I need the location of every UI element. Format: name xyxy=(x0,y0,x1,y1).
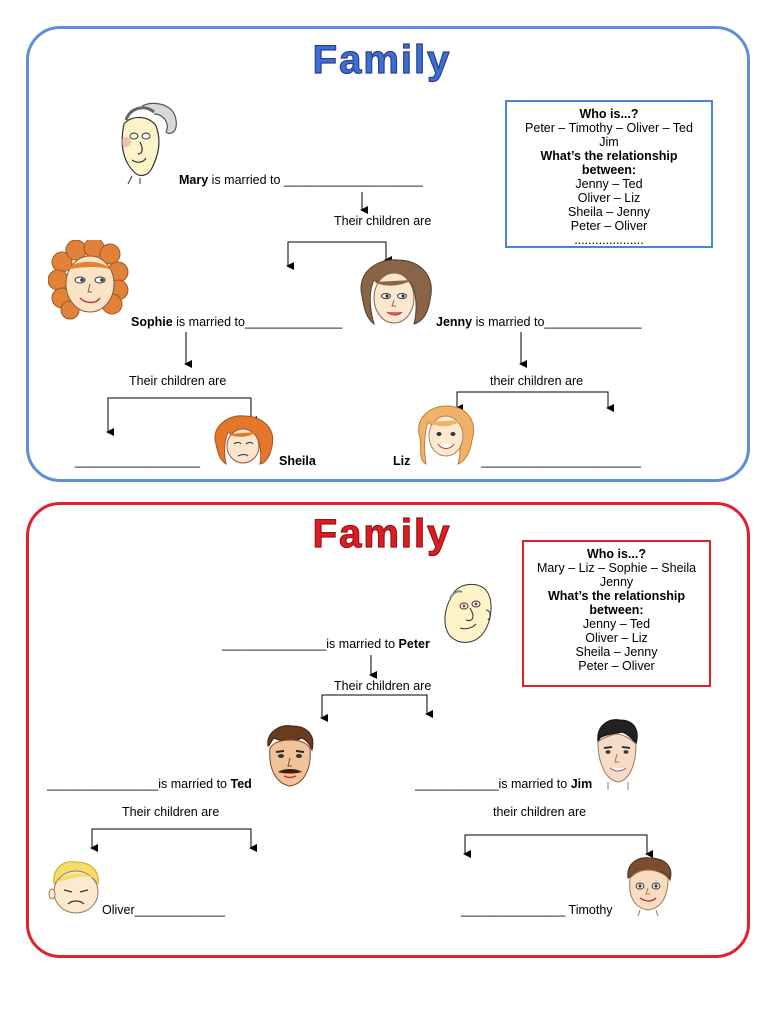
jenny-children-label: their children are xyxy=(490,374,584,388)
relationship-pair-2: Oliver – Liz xyxy=(585,631,648,645)
brown-hair-boy-icon xyxy=(627,857,672,916)
timothy-blank[interactable]: _______________ xyxy=(461,903,566,917)
mustache-man-icon xyxy=(267,725,314,787)
red-hair-girl-icon xyxy=(214,415,274,466)
oliver-name: Oliver xyxy=(102,903,135,917)
grandma-face-icon xyxy=(121,102,177,184)
mary-married-line: Mary is married to ____________________ xyxy=(179,173,423,187)
top-children-label: Their children are xyxy=(334,214,432,228)
peter-name: Peter xyxy=(398,637,430,651)
relationship-heading-2: between: xyxy=(581,163,637,177)
mary-married-to-text: is married to xyxy=(211,173,281,187)
peter-married-to-text: is married to xyxy=(326,637,396,651)
liz-name: Liz xyxy=(393,454,411,468)
relationship-pair-1: Jenny – Ted xyxy=(582,617,651,631)
jenny-spouse-blank[interactable]: ______________ xyxy=(544,315,642,329)
jenny-married-line: Jenny is married to______________ xyxy=(436,315,642,329)
mary-spouse-blank[interactable]: ____________________ xyxy=(283,173,423,187)
top-title: Family xyxy=(312,37,452,82)
relationship-heading-2: between: xyxy=(589,603,644,617)
oliver-blank[interactable]: _____________ xyxy=(134,903,226,917)
jenny-married-to-text: is married to xyxy=(475,315,545,329)
who-is-names-2: Jim xyxy=(599,135,619,149)
bottom-question-box: Who is...? Mary – Liz – Sophie – Sheila … xyxy=(522,540,711,687)
peter-married-line: _______________is married to Peter xyxy=(222,637,430,651)
relationship-pair-4: Peter – Oliver xyxy=(578,659,655,673)
jenny-child-blank[interactable]: _______________________ xyxy=(481,454,641,468)
relationship-heading: What’s the relationship xyxy=(547,589,686,603)
timothy-line: _______________ Timothy xyxy=(461,903,613,917)
jim-spouse-blank[interactable]: ____________ xyxy=(415,777,499,791)
curly-red-hair-woman-icon xyxy=(48,240,129,320)
sophie-married-line: Sophie is married to______________ xyxy=(131,315,342,329)
top-question-box: Who is...? Peter – Timothy – Oliver – Te… xyxy=(505,100,713,248)
mary-name: Mary xyxy=(179,173,209,187)
who-is-heading: Who is...? xyxy=(586,547,647,561)
bottom-title: Family xyxy=(312,511,452,556)
jim-name: Jim xyxy=(570,777,593,791)
relationship-pair-1: Jenny – Ted xyxy=(575,177,643,191)
sophie-name: Sophie xyxy=(131,315,173,329)
sophie-child-blank[interactable]: __________________ xyxy=(75,454,201,468)
jim-married-to-text: is married to xyxy=(498,777,568,791)
blond-boy-icon xyxy=(48,861,99,914)
who-is-names: Peter – Timothy – Oliver – Ted xyxy=(525,121,693,135)
relationship-heading: What’s the relationship xyxy=(540,149,678,163)
relationship-pair-2: Oliver – Liz xyxy=(577,191,641,205)
ted-name: Ted xyxy=(230,777,252,791)
sophie-children-label: Their children are xyxy=(129,374,227,388)
sophie-married-to-text: is married to xyxy=(176,315,245,329)
relationship-pair-3: Sheila – Jenny xyxy=(567,205,650,219)
jim-children-label: their children are xyxy=(493,805,587,819)
timothy-name: Timothy xyxy=(568,903,613,917)
peter-spouse-blank[interactable]: _______________ xyxy=(222,637,327,651)
ted-spouse-blank[interactable]: ________________ xyxy=(47,777,159,791)
bottom-children-label: Their children are xyxy=(334,679,432,693)
relationship-pair-3: Sheila – Jenny xyxy=(575,645,658,659)
who-is-heading: Who is...? xyxy=(579,107,639,121)
relationship-pair-4: Peter – Oliver xyxy=(570,219,648,233)
oliver-line: Oliver_____________ xyxy=(102,903,225,917)
old-man-face-icon xyxy=(444,583,492,643)
ted-children-label: Their children are xyxy=(122,805,220,819)
relationship-dots: .................... xyxy=(574,233,644,247)
brown-hair-woman-icon xyxy=(360,259,432,326)
sophie-spouse-blank[interactable]: ______________ xyxy=(244,315,343,329)
jim-married-line: ____________is married to Jim xyxy=(415,777,592,791)
jenny-name: Jenny xyxy=(436,315,473,329)
blonde-girl-icon xyxy=(418,405,474,465)
sheila-name: Sheila xyxy=(279,454,316,468)
who-is-names: Mary – Liz – Sophie – Sheila xyxy=(536,561,697,575)
ted-married-line: ________________is married to Ted xyxy=(47,777,252,791)
ted-married-to-text: is married to xyxy=(158,777,228,791)
who-is-names-2: Jenny xyxy=(599,575,634,589)
young-man-icon xyxy=(597,719,638,790)
top-family-card xyxy=(26,26,750,482)
